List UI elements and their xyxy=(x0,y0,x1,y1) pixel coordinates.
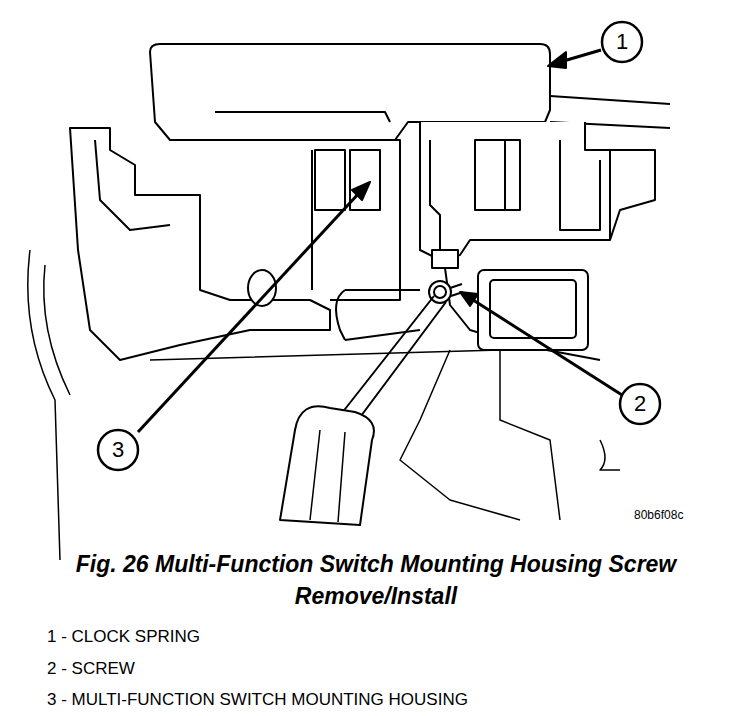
callout-number: 3 xyxy=(98,437,138,463)
legend-line: 1 - CLOCK SPRING xyxy=(47,627,200,647)
legend-line: 2 - SCREW xyxy=(47,659,135,679)
callout-number: 1 xyxy=(602,29,642,55)
legend-line: 3 - MULTI-FUNCTION SWITCH MOUNTING HOUSI… xyxy=(47,690,468,710)
callout-number: 2 xyxy=(620,391,660,417)
figure-caption: Fig. 26 Multi-Function Switch Mounting H… xyxy=(36,548,716,612)
figure-code: 80b6f08c xyxy=(634,508,683,522)
